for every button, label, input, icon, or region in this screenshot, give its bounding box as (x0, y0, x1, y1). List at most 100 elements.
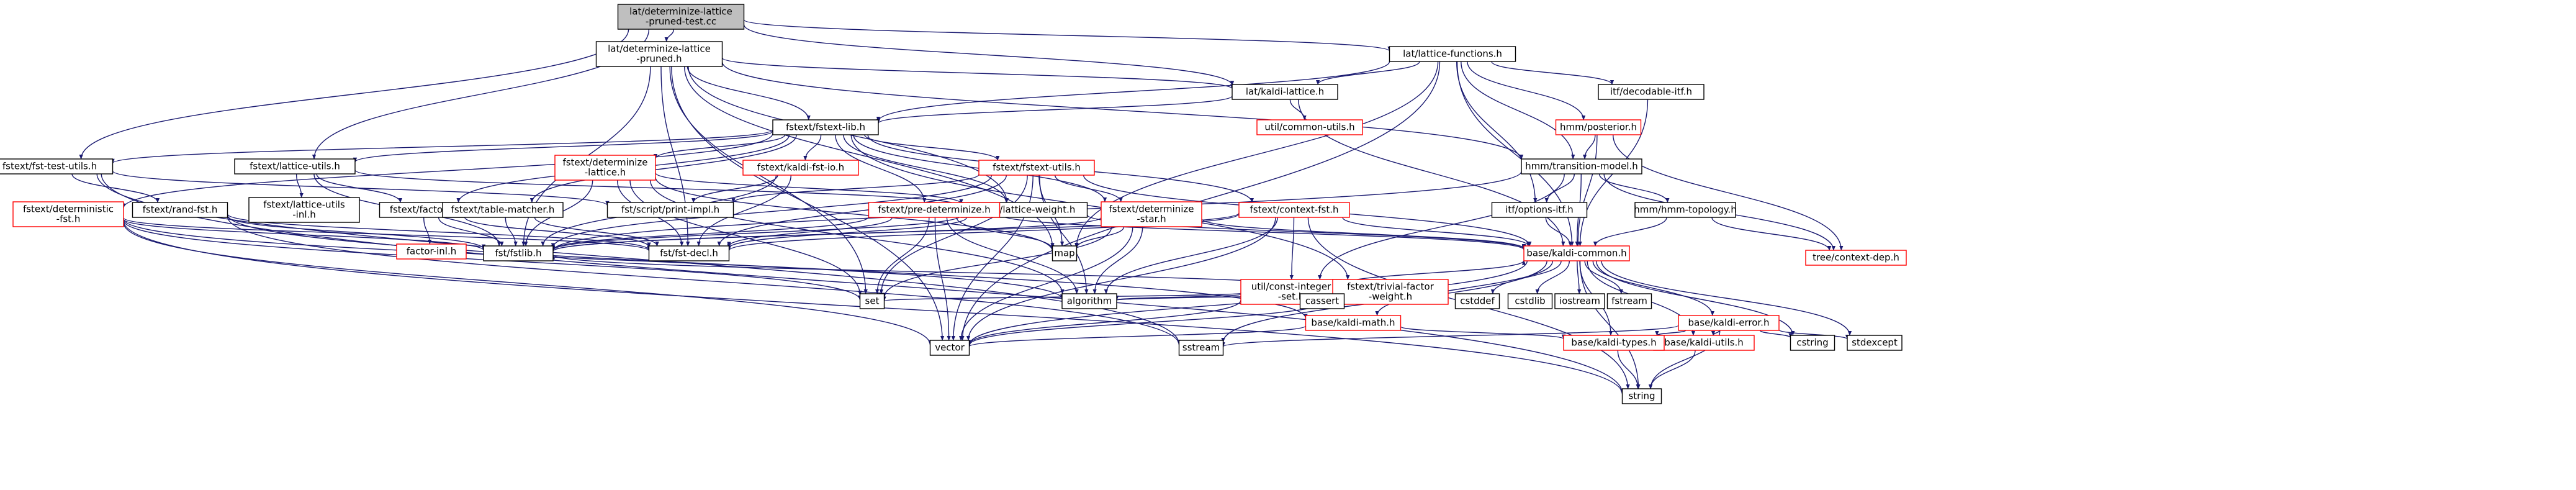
edge-latfn-to-transmodel (1461, 61, 1575, 160)
node-kaldierror[interactable]: base/kaldi-error.h (1678, 315, 1780, 331)
node-latutilsinl[interactable]: fstext/lattice-utils-inl.h (248, 197, 360, 223)
node-cstdlib[interactable]: cstdlib (1507, 293, 1553, 309)
node-root[interactable]: lat/determinize-lattice-pruned-test.cc (617, 4, 745, 30)
node-treedep[interactable]: tree/context-dep.h (1805, 250, 1907, 266)
node-trivialfw[interactable]: fstext/trivial-factor-weight.h (1332, 279, 1449, 305)
node-cstddef[interactable]: cstddef (1454, 293, 1500, 309)
node-box (1555, 119, 1642, 135)
node-contextfst[interactable]: fstext/context-fst.h (1238, 202, 1350, 218)
node-label: itf/options-itf.h (1505, 204, 1574, 216)
node-box (1256, 119, 1363, 135)
node-stdexcept[interactable]: stdexcept (1847, 335, 1903, 351)
edge-kaldicommon-to-kaldimath (1375, 260, 1554, 316)
edge-kaldierror-to-kalditypes (1655, 330, 1687, 336)
node-kaldifstio[interactable]: fstext/kaldi-fst-io.h (742, 160, 859, 176)
edge-detlat-to-map (655, 177, 1055, 252)
node-tablematcher[interactable]: fstext/table-matcher.h (442, 202, 564, 218)
node-kalditypes[interactable]: base/kaldi-types.h (1563, 335, 1665, 351)
node-label: util/common-utils.h (1264, 122, 1354, 133)
node-kaldiutils[interactable]: base/kaldi-utils.h (1653, 335, 1755, 351)
node-detlat[interactable]: fstext/determinize-lattice.h (554, 155, 656, 181)
node-label: lat/determinize-lattice (629, 6, 732, 17)
edge-kaldilat-to-commonutils (1289, 99, 1307, 120)
node-latutils[interactable]: fstext/lattice-utils.h (234, 158, 356, 175)
node-factorinl[interactable]: factor-inl.h (396, 243, 467, 260)
edge-predet-to-vector (934, 217, 951, 341)
node-fstlib[interactable]: fst/fstlib.h (483, 245, 554, 261)
edge-dlp-to-set (669, 66, 868, 294)
node-label: base/kaldi-error.h (1688, 317, 1770, 329)
node-posterior[interactable]: hmm/posterior.h (1555, 119, 1642, 135)
node-vector[interactable]: vector (929, 340, 970, 356)
node-box (1305, 315, 1402, 331)
node-fstream[interactable]: fstream (1606, 293, 1652, 309)
node-transmodel[interactable]: hmm/transition-model.h (1521, 158, 1642, 175)
node-box (1052, 245, 1078, 261)
edge-fstextlib-to-detlat (653, 134, 786, 159)
node-dlp[interactable]: lat/determinize-lattice-pruned.h (595, 41, 723, 67)
edge-latfn-to-vector (960, 61, 1441, 341)
node-cstring[interactable]: cstring (1790, 335, 1835, 351)
node-fstextlib[interactable]: fstext/fstext-lib.h (772, 119, 879, 135)
edge-detstar-to-algorithm (1092, 226, 1143, 294)
node-string[interactable]: string (1621, 388, 1662, 404)
node-label: fstext/deterministic (23, 204, 114, 215)
node-box (132, 202, 228, 218)
node-label: fst/fstlib.h (495, 248, 541, 259)
edge-dlp-to-fstextlib (687, 66, 811, 120)
node-box (1454, 293, 1500, 309)
node-fstdecl[interactable]: fst/fst-decl.h (648, 245, 730, 261)
node-label: algorithm (1067, 296, 1112, 307)
edge-kaldicommon-to-string (1579, 260, 1641, 389)
edge-kaldicommon-to-fstream (1584, 260, 1623, 294)
node-fstextutils[interactable]: fstext/fstext-utils.h (978, 160, 1095, 176)
node-box (1523, 245, 1630, 261)
node-optionsitf[interactable]: itf/options-itf.h (1491, 202, 1588, 218)
node-algorithm[interactable]: algorithm (1061, 293, 1117, 309)
node-box (1678, 315, 1780, 331)
node-kaldicommon[interactable]: base/kaldi-common.h (1523, 245, 1630, 261)
node-cassert[interactable]: cassert (1299, 293, 1345, 309)
edge-detstar-to-kaldicommon (1201, 218, 1526, 249)
node-fsttestutils[interactable]: fstext/fst-test-utils.h (0, 158, 114, 175)
edge-kalditypes-to-string (1617, 350, 1640, 389)
edge-kaldierror-to-cstring (1759, 330, 1793, 338)
edge-contextfst-to-kaldicommon (1342, 217, 1531, 247)
edge-transmodel-to-constint (1318, 173, 1565, 280)
edge-posterior-to-kaldicommon (1575, 134, 1598, 247)
node-label: lat/determinize-lattice (608, 43, 711, 55)
node-sstream[interactable]: sstream (1178, 340, 1224, 356)
node-box (483, 245, 554, 261)
node-label: -set.h (1278, 291, 1305, 302)
node-itfdec[interactable]: itf/decodable-itf.h (1598, 84, 1705, 100)
node-set[interactable]: set (859, 293, 885, 309)
node-label: fst/fst-decl.h (660, 248, 718, 259)
node-printimpl[interactable]: fst/script/print-impl.h (606, 202, 734, 218)
edge-latutils-to-latutilsinl (295, 173, 304, 198)
node-label: fstext/trivial-factor (1347, 281, 1434, 293)
edge-detlat-to-set (629, 179, 862, 296)
node-kaldimath[interactable]: base/kaldi-math.h (1305, 315, 1402, 331)
node-detfst[interactable]: fstext/deterministic-fst.h (12, 201, 124, 227)
node-kaldilat[interactable]: lat/kaldi-lattice.h (1232, 84, 1338, 100)
node-label: factor-inl.h (407, 246, 457, 257)
node-label: fstext/determinize (1109, 204, 1194, 215)
node-predet[interactable]: fstext/pre-determinize.h (868, 202, 1001, 218)
node-latfn[interactable]: lat/lattice-functions.h (1389, 46, 1516, 62)
node-iostream[interactable]: iostream (1554, 293, 1605, 309)
edge-detlat-to-latweight (655, 172, 963, 204)
edge-randfst-to-fstlib (227, 216, 486, 250)
node-box (1554, 293, 1605, 309)
edge-fstextlib-to-predet (835, 134, 927, 203)
edge-fstextlib-to-latweight (843, 134, 1009, 203)
edge-kaldimath-to-vector (967, 325, 1307, 347)
node-detstar[interactable]: fstext/determinize-star.h (1101, 201, 1202, 227)
node-map[interactable]: map (1052, 245, 1078, 261)
edge-kaldicommon-to-iostream (1577, 260, 1582, 294)
node-randfst[interactable]: fstext/rand-fst.h (132, 202, 228, 218)
edge-predet-to-map (956, 217, 1055, 250)
node-hmmtopo[interactable]: hmm/hmm-topology.h (1634, 202, 1737, 218)
node-box (1621, 388, 1662, 404)
node-commonutils[interactable]: util/common-utils.h (1256, 119, 1363, 135)
node-label: base/kaldi-math.h (1311, 317, 1395, 329)
